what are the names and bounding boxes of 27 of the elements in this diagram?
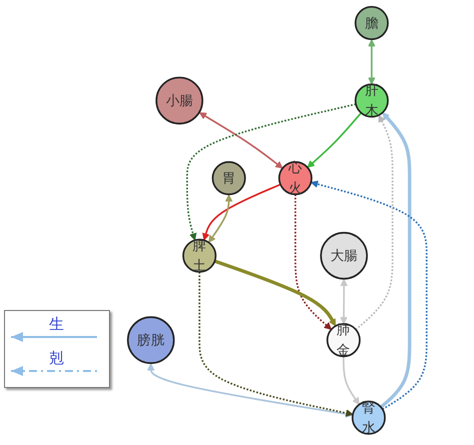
node-circle: 膀胱 xyxy=(126,316,174,364)
node-circle: 膽 xyxy=(354,6,388,40)
arrow xyxy=(368,39,376,85)
arrow xyxy=(208,194,232,243)
arrow xyxy=(198,272,353,417)
arrow xyxy=(342,356,360,405)
arrow xyxy=(186,103,356,241)
arrow xyxy=(306,112,362,168)
legend-label: 生 xyxy=(49,315,64,334)
arrow xyxy=(214,260,336,326)
arrow xyxy=(202,184,281,241)
node-circle: 大腸 xyxy=(320,232,368,280)
node-circle: 脾 土 xyxy=(182,238,216,273)
node-circle: 腎 水 xyxy=(351,400,386,435)
arrow xyxy=(380,112,412,408)
arrow xyxy=(146,363,353,418)
legend-label: 剋 xyxy=(49,349,64,368)
arrow xyxy=(294,194,332,330)
arrow xyxy=(310,180,428,410)
arrow xyxy=(340,278,348,324)
node-circle: 胃 xyxy=(212,161,246,196)
node-circle: 肝 木 xyxy=(354,84,388,118)
arrow xyxy=(198,112,283,169)
node-circle: 小腸 xyxy=(155,76,204,124)
arrow xyxy=(355,114,394,330)
node-circle: 肺 金 xyxy=(326,323,360,358)
node-circle: 心 火 xyxy=(278,161,312,196)
